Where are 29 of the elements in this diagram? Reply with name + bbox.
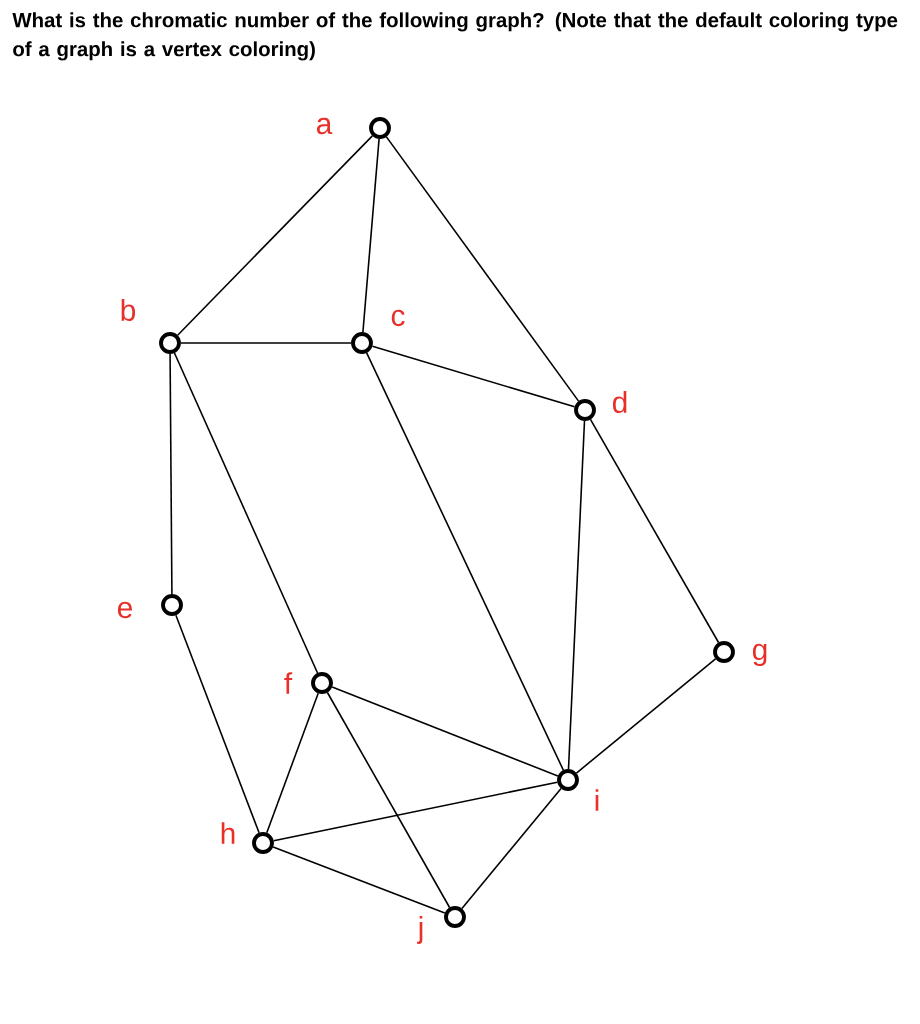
vertex-label: f	[284, 672, 293, 694]
edge-line	[272, 781, 559, 842]
edge-line	[272, 846, 446, 914]
edge-line	[169, 353, 173, 595]
edge-line	[371, 345, 576, 408]
vertex-label: c	[391, 309, 405, 327]
vertex-label: g	[752, 643, 767, 667]
edge-line	[461, 787, 562, 910]
vertex-label: a	[316, 117, 333, 135]
edge-line	[326, 691, 451, 909]
vertex-label: i	[595, 789, 599, 811]
vertex-label: e	[117, 601, 132, 619]
edge-line	[385, 136, 580, 402]
edge-line	[589, 418, 720, 644]
vertex-label: j	[417, 916, 423, 944]
edge-line	[575, 658, 717, 774]
question-text: What is the chromatic number of the following graph? (Note that the default coloring type of a graph is a vertex coloring)	[12, 12, 898, 61]
edge-line	[175, 614, 260, 834]
edge-line	[266, 692, 320, 834]
edge-line	[362, 138, 380, 333]
edge-line	[176, 135, 374, 336]
edge-line	[567, 420, 586, 770]
vertex-label: h	[221, 822, 235, 844]
vertex-label: b	[121, 299, 136, 321]
vertex-label: d	[612, 391, 627, 413]
edge-line	[331, 686, 559, 777]
edge-line	[365, 352, 565, 771]
edge-line	[180, 342, 352, 344]
edge-line	[173, 352, 319, 674]
